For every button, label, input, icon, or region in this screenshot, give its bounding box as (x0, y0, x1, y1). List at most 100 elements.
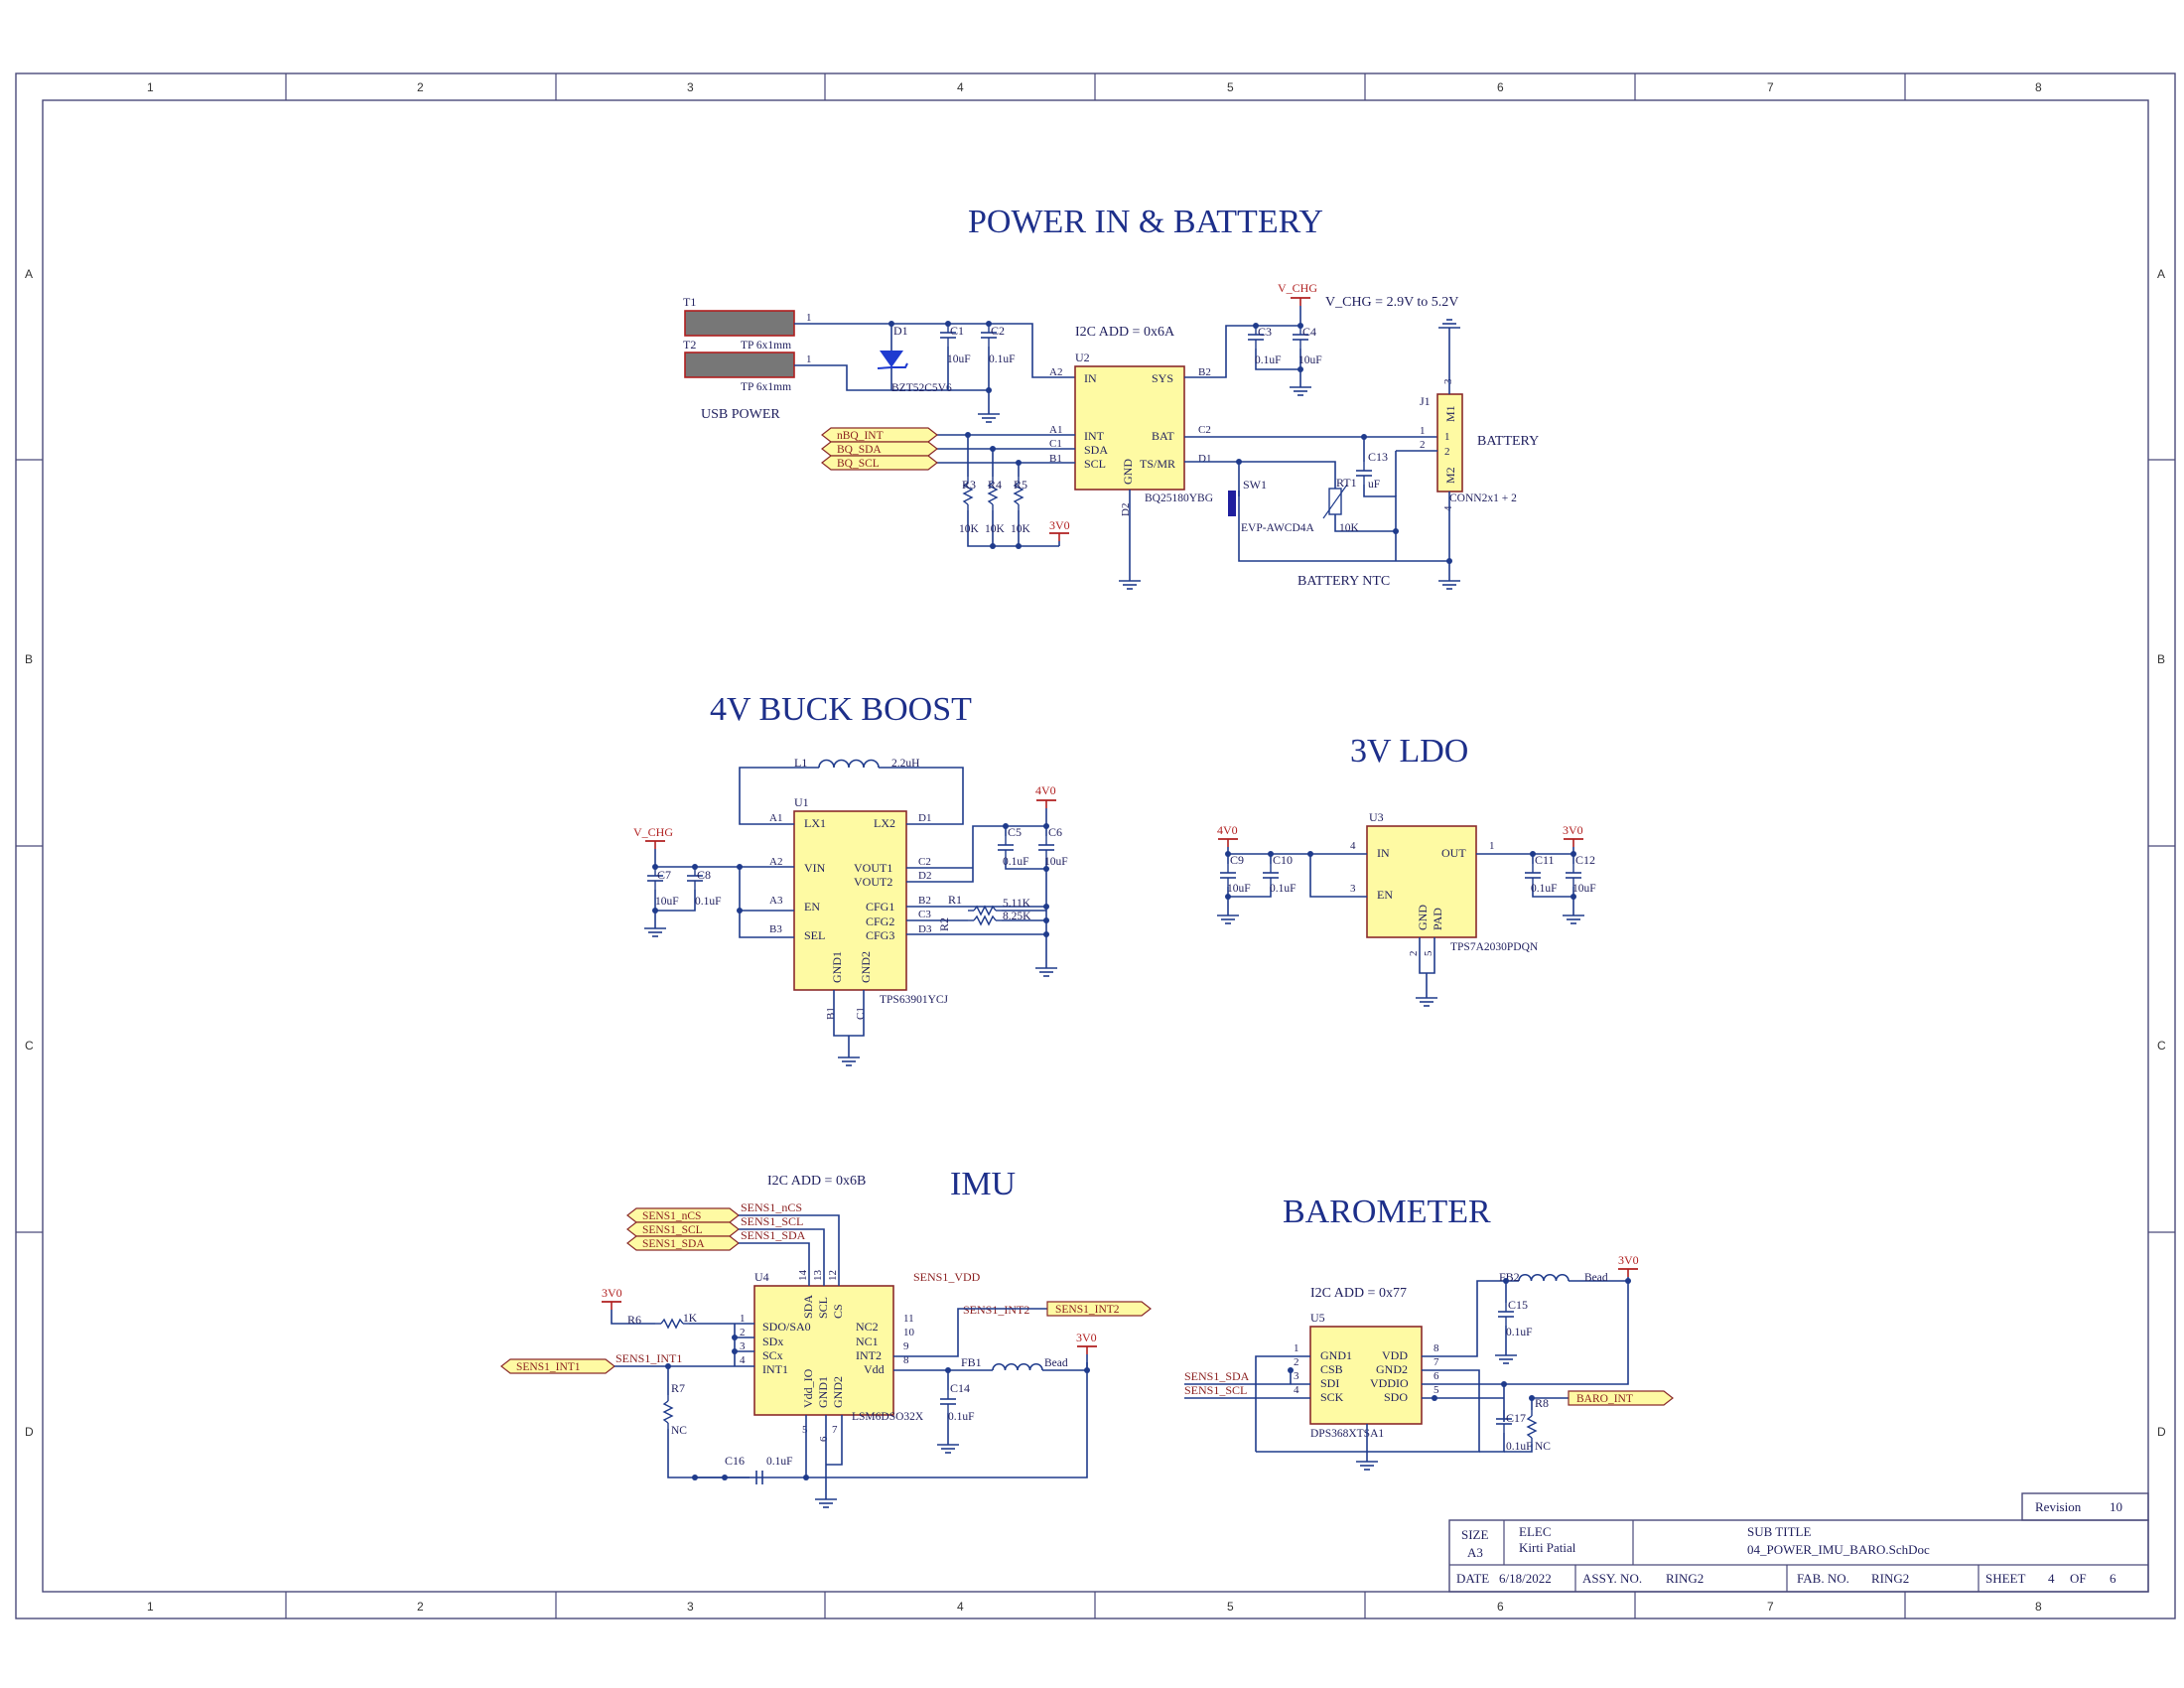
c10-value: 0.1uF (1270, 883, 1297, 895)
zener-diode-d1[interactable] (877, 324, 908, 390)
row-label-left: C (25, 1039, 34, 1053)
c15-designator: C15 (1508, 1298, 1528, 1312)
r3-designator: R3 (962, 478, 976, 492)
thermistor-rt1[interactable] (1328, 488, 1342, 515)
svg-text:C2: C2 (1198, 424, 1211, 436)
l1-value: 2.2uH (891, 758, 919, 770)
net-label-sens1-int1: SENS1_INT1 (615, 1351, 682, 1365)
net-label-sens1-int2: SENS1_INT2 (963, 1303, 1029, 1317)
net-label-sens1-scl: SENS1_SCL (741, 1214, 803, 1228)
svg-text:3: 3 (1442, 378, 1454, 384)
r1-designator: R1 (948, 893, 962, 907)
net-label-sens1-vdd: SENS1_VDD (913, 1270, 981, 1284)
svg-text:GND1: GND1 (830, 951, 844, 983)
svg-text:VDDIO: VDDIO (1370, 1376, 1409, 1390)
col-label-bottom: 3 (687, 1600, 694, 1614)
test-point-t1[interactable] (684, 310, 795, 337)
svg-text:7: 7 (1433, 1356, 1439, 1368)
c14-designator: C14 (950, 1381, 970, 1395)
port-sens1-scl[interactable]: SENS1_SCL (626, 1221, 740, 1237)
c8-value: 0.1uF (695, 896, 722, 908)
svg-text:C1: C1 (855, 1007, 867, 1020)
ferrite-bead-fb2[interactable] (1518, 1273, 1570, 1282)
col-label-top: 2 (417, 80, 424, 94)
battery-connector-j1[interactable] (1436, 393, 1463, 492)
svg-text:B1: B1 (825, 1007, 837, 1020)
ferrite-bead-fb1[interactable] (992, 1362, 1043, 1371)
svg-text:4: 4 (740, 1354, 746, 1366)
inductor-l1[interactable] (818, 759, 880, 769)
svg-text:A3: A3 (769, 895, 783, 907)
ldo-section: U3 TPS7A2030PDQN IN OUT EN GND PAD 4 3 1… (1216, 810, 1596, 1007)
col-label-top: 7 (1767, 80, 1774, 94)
svg-text:3: 3 (1350, 883, 1356, 895)
sheet-of-label: OF (2070, 1571, 2087, 1586)
baro-i2c-address: I2C ADD = 0x77 (1310, 1286, 1407, 1301)
port-baro-int[interactable]: BARO_INT (1568, 1390, 1674, 1406)
pushbutton-sw1[interactable] (1228, 491, 1236, 516)
c6-value: 10uF (1044, 856, 1068, 868)
v3v0-imu-vdd-label: 3V0 (1076, 1331, 1097, 1344)
r5-designator: R5 (1014, 478, 1027, 492)
col-label-top: 3 (687, 80, 694, 94)
t2-designator: T2 (683, 338, 696, 352)
col-label-bottom: 4 (957, 1600, 964, 1614)
r1-value: 5.11K (1003, 898, 1031, 910)
svg-text:D2: D2 (1120, 503, 1132, 516)
j1-designator: J1 (1420, 394, 1431, 408)
net-label-baro-sda: SENS1_SDA (1184, 1369, 1250, 1383)
c14-value: 0.1uF (948, 1411, 975, 1423)
svg-text:SDO: SDO (1384, 1390, 1408, 1404)
charger-ic-u2[interactable] (1074, 365, 1185, 491)
sw1-part-number: EVP-AWCD4A (1241, 522, 1315, 534)
size-value: A3 (1467, 1545, 1483, 1560)
v3v0-ldo-label: 3V0 (1563, 823, 1583, 837)
u1-part-number: TPS63901YCJ (880, 994, 949, 1006)
c1-value: 10uF (947, 353, 971, 365)
charger-i2c-address: I2C ADD = 0x6A (1075, 325, 1175, 340)
svg-text:SYS: SYS (1152, 371, 1173, 385)
svg-text:EN: EN (1377, 888, 1393, 902)
port-sens1-ncs[interactable]: SENS1_nCS (626, 1207, 740, 1223)
r6-value: 1K (683, 1313, 698, 1325)
svg-text:B1: B1 (1049, 453, 1062, 465)
u1-designator: U1 (794, 795, 809, 809)
svg-text:VIN: VIN (804, 861, 826, 875)
svg-text:GND: GND (1121, 459, 1135, 485)
c5-designator: C5 (1008, 825, 1022, 839)
port-nbq-int[interactable]: nBQ_INT (821, 427, 938, 443)
svg-text:LX1: LX1 (804, 816, 826, 830)
svg-text:A2: A2 (769, 856, 782, 868)
svg-text:1: 1 (1294, 1342, 1299, 1354)
port-sens1-int1[interactable]: SENS1_INT1 (500, 1358, 615, 1374)
svg-text:1: 1 (1420, 425, 1426, 437)
svg-text:SCx: SCx (762, 1348, 783, 1362)
barometer-ic-u5[interactable] (1309, 1326, 1423, 1425)
port-bq-scl[interactable]: BQ_SCL (821, 455, 938, 471)
svg-text:6: 6 (1433, 1370, 1439, 1382)
ldo-ic-u3[interactable] (1366, 825, 1477, 938)
r8-value: NC (1535, 1441, 1551, 1453)
svg-text:CFG3: CFG3 (866, 928, 894, 942)
svg-text:NC2: NC2 (856, 1320, 879, 1334)
c10-designator: C10 (1273, 853, 1293, 867)
test-point-t2[interactable] (684, 352, 795, 378)
group-value: ELEC (1519, 1524, 1552, 1539)
port-sens1-sda[interactable]: SENS1_SDA (626, 1235, 740, 1251)
u4-designator: U4 (754, 1270, 769, 1284)
c16-value: 0.1uF (766, 1456, 793, 1468)
row-label-left: B (25, 652, 33, 666)
drawing-frame: 1 2 3 4 5 6 7 8 1 2 3 4 5 6 7 8 A B C D … (15, 72, 2176, 1619)
svg-text:IN: IN (1084, 371, 1097, 385)
port-sens1-int2[interactable]: SENS1_INT2 (1046, 1301, 1152, 1317)
buck-boost-ic-u1[interactable] (793, 810, 907, 991)
port-bq-sda[interactable]: BQ_SDA (821, 441, 938, 457)
svg-text:CFG2: CFG2 (866, 914, 894, 928)
fb1-value: Bead (1044, 1357, 1068, 1369)
row-label-right: A (2157, 267, 2165, 281)
tp1-value: TP 6x1mm (741, 340, 791, 352)
svg-text:4: 4 (1442, 505, 1454, 511)
c1-designator: C1 (950, 324, 964, 338)
c15-value: 0.1uF (1506, 1327, 1533, 1338)
